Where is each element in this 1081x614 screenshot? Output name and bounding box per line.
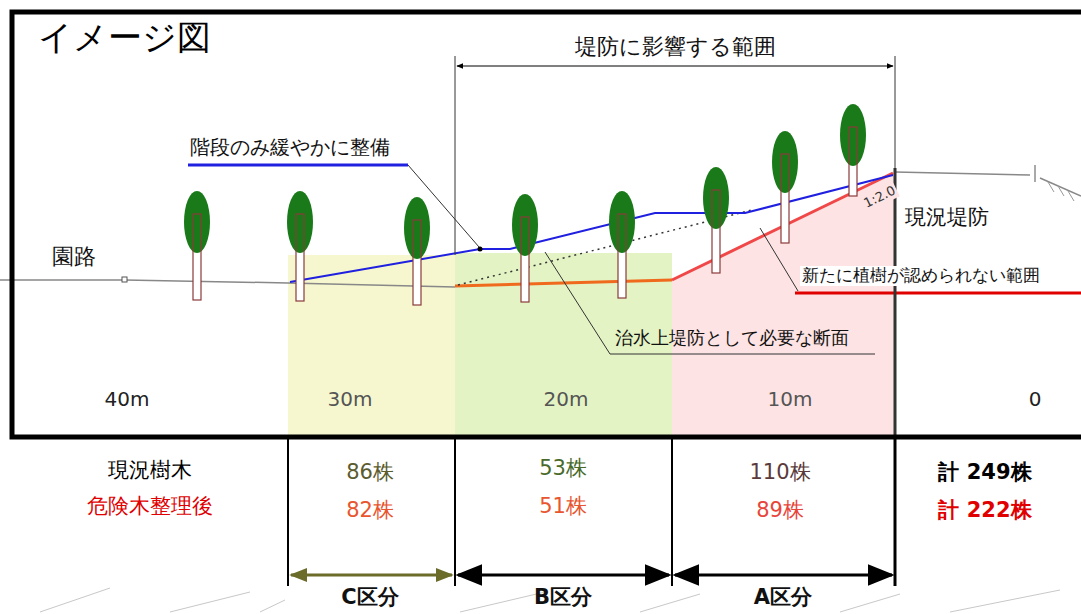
range-arrow [675, 574, 892, 577]
tree [772, 131, 798, 243]
leader-line [760, 228, 798, 291]
stairs-underline [188, 164, 408, 167]
section-label: C区分 [341, 585, 398, 609]
tree-count: 82株 [346, 498, 394, 522]
distance-label: 10m [768, 388, 813, 411]
leader-dot [478, 247, 483, 252]
tree [287, 191, 313, 301]
tree-count: 51株 [539, 494, 587, 518]
row-header: 現況樹木 [108, 458, 192, 482]
total-count: 計 249株 [938, 460, 1031, 484]
levee-label: 現況堤防 [905, 205, 989, 229]
distance-label: 40m [105, 388, 150, 411]
distance-label: 0 [1029, 388, 1042, 411]
levee-slope [1040, 178, 1081, 196]
tree-count: 86株 [346, 460, 394, 484]
tree [184, 191, 210, 300]
tree-count: 110株 [749, 460, 810, 484]
total-count: 計 222株 [938, 498, 1031, 522]
distance-label: 30m [328, 388, 373, 411]
row-header: 危険木整理後 [87, 494, 213, 518]
tree [609, 191, 635, 298]
callout-label: 新たに植樹が認められない範囲 [800, 266, 1042, 286]
leader-underline [610, 354, 875, 355]
tree [404, 197, 430, 305]
levee-crown [895, 172, 1030, 175]
levee-hatch [1048, 182, 1074, 201]
frame [12, 12, 1081, 437]
distance-label: 20m [544, 388, 589, 411]
diagram-title: イメージ図 [38, 18, 211, 57]
no-planting-line [795, 292, 1081, 295]
section-label: B区分 [534, 585, 592, 609]
leader-line [545, 252, 610, 354]
dimension-tick [455, 56, 456, 255]
range-arrow [291, 574, 452, 577]
tree-count: 89株 [756, 498, 804, 522]
path-marker [122, 277, 127, 282]
tree-count: 53株 [539, 456, 587, 480]
path-label: 園路 [52, 244, 96, 269]
callout-label: 階段のみ緩やかに整備 [190, 136, 390, 159]
dimension-label: 堤防に影響する範囲 [575, 34, 776, 59]
ground-line [0, 280, 455, 287]
section-dividers [288, 437, 895, 586]
section-label: A区分 [754, 585, 812, 609]
levee-edge [894, 168, 897, 437]
levee-tick [1035, 165, 1036, 182]
range-arrow [458, 574, 669, 577]
trees [184, 104, 866, 305]
tree [703, 167, 729, 273]
dimension-tick [895, 56, 896, 168]
tree [512, 194, 538, 302]
zone-band: 30m [288, 255, 455, 437]
dimension-line [457, 66, 893, 67]
callout-label: 治水上堤防として必要な断面 [615, 328, 849, 349]
tree [840, 104, 866, 196]
